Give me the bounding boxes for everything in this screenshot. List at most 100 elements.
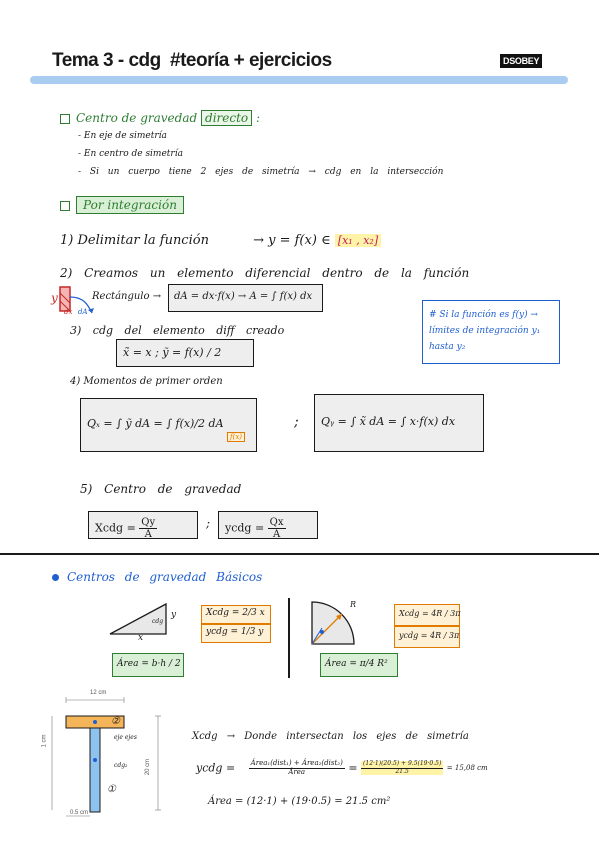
rectangle-label: Rectángulo [92, 291, 150, 302]
qx-box: Qₓ = ∫ ỹ dA = ∫ f(x)/2 dA f(x) [80, 398, 257, 452]
quarter-xcdg-box: Xcdg = 4R / 3π [394, 604, 460, 626]
fig-y-label: y [51, 291, 58, 305]
page-header: Tema 3 - cdg #teoría + ejercicios DSOBEY [52, 48, 552, 74]
frac-1-den: Área [288, 767, 306, 776]
frac-1-num: Área₁(dist₁) + Área₂(dist₂) [248, 759, 345, 769]
qx-formula: Qₓ = ∫ ỹ dA = ∫ f(x)/2 dA [87, 417, 224, 430]
step-2: 2) Creamos un elemento diferencial dentr… [60, 266, 470, 280]
tri-ycdg: ycdg = 1/3 y [206, 627, 264, 637]
step-3-box: x̃ = x ; ỹ = f(x) / 2 [116, 339, 254, 367]
step-2-formula: dA = dx·f(x) → A = ∫ f(x) dx [174, 291, 313, 302]
example-ycdg-row: ycdg = Área₁(dist₁) + Área₂(dist₂)Área =… [196, 759, 488, 776]
basics-vertical-divider [288, 598, 290, 678]
dim-bottom: 0.5 cm [70, 810, 89, 816]
lbl-ejes: eje ejes [114, 734, 137, 741]
example-area-line: Área = (12·1) + (19·0.5) = 21.5 cm² [208, 796, 391, 807]
qy-formula: Qᵧ = ∫ x̃ dA = ∫ x·f(x) dx [321, 415, 456, 428]
lbl-cdg2: cdg₂ [114, 762, 128, 769]
step-3-formula: x̃ = x ; ỹ = f(x) / 2 [123, 346, 222, 359]
lbl-part-1: ① [107, 784, 116, 795]
brand-logo: DSOBEY [500, 54, 543, 68]
basics-heading-text: Centros de gravedad Básicos [67, 570, 263, 584]
dim-top: 12 cm [90, 690, 107, 696]
step-1-expr: → y = f(x) ∈ [253, 233, 331, 248]
direct-heading: Centro de gravedad directo : [60, 110, 261, 126]
section-divider [0, 553, 599, 555]
frac-2-num: (12·1)(20.5) + 9.5(19·0.5) [361, 760, 444, 769]
quarter-area-box: Área = π/4 R² [320, 653, 398, 677]
basics-heading: Centros de gravedad Básicos [52, 570, 262, 584]
note-text: # Si la función es f(y) → límites de int… [429, 310, 541, 352]
quarter-R-label: R [350, 600, 357, 609]
tri-xcdg-box: Xcdg = 2/3 x [201, 605, 271, 624]
direct-colon: : [255, 111, 261, 125]
step-1-interval: [x₁ , x₂] [334, 234, 382, 247]
example-frac-2: (12·1)(20.5) + 9.5(19·0.5)21.5 [361, 760, 444, 776]
integration-heading-text: Por integración [76, 196, 184, 214]
tri-y-label: y [171, 610, 177, 620]
frac-2-den: 21.5 [395, 767, 409, 775]
checkbox-icon [60, 200, 70, 211]
step-4: 4) Momentos de primer orden [70, 376, 223, 387]
tri-cdg-label: cdg [152, 618, 164, 625]
xcdg-den: A [144, 529, 152, 540]
example-result: = 15,08 cm [446, 764, 488, 773]
bullet-icon [52, 574, 59, 581]
direct-heading-text: Centro de gravedad [76, 111, 198, 125]
triangle-figure [109, 602, 167, 635]
example-ycdg-label: ycdg = [196, 761, 236, 775]
moments-separator: ; [294, 414, 299, 430]
cdg-separator: ; [206, 516, 211, 530]
t-section-figure [51, 697, 161, 817]
step-2-box: dA = dx·f(x) → A = ∫ f(x) dx [168, 284, 323, 312]
page-hashtag: #teoría + ejercicios [170, 50, 332, 71]
quarter-xcdg: Xcdg = 4R / 3π [399, 609, 461, 618]
page-title: Tema 3 - cdg [52, 50, 161, 71]
step-1-text: 1) Delimitar la función [60, 233, 209, 248]
checkbox-icon [60, 113, 70, 124]
qy-box: Qᵧ = ∫ x̃ dA = ∫ x·f(x) dx [314, 394, 484, 452]
xcdg-num: Qy [139, 517, 158, 529]
step-1: 1) Delimitar la función → y = f(x) ∈ [x₁… [60, 233, 382, 248]
quarter-ycdg: ycdg = 4R / 3π [399, 631, 460, 640]
lbl-part-2: ② [111, 716, 120, 727]
quarter-ycdg-box: ycdg = 4R / 3π [394, 626, 460, 648]
tri-area: Área = b·h / 2 [117, 659, 181, 669]
header-bar [30, 76, 568, 84]
ycdg-label: ycdg = [225, 521, 265, 535]
tri-area-box: Área = b·h / 2 [112, 653, 184, 677]
dim-right: 20 cm [145, 758, 152, 776]
step-2-label: Rectángulo → [92, 291, 161, 302]
differential-element-figure [59, 286, 94, 314]
fig-dA-label: dA [78, 308, 88, 316]
note-box: # Si la función es f(y) → límites de int… [422, 300, 560, 364]
fig-dx-label: dx [64, 308, 73, 316]
quarter-circle-figure [311, 601, 355, 645]
integration-heading: Por integración [60, 196, 184, 214]
tri-ycdg-box: ycdg = 1/3 y [201, 624, 271, 643]
direct-bullet-2: - En centro de simetría [78, 149, 183, 159]
ycdg-num: Qx [267, 517, 286, 529]
ycdg-den: A [272, 529, 281, 540]
direct-boxed-word: directo [201, 110, 253, 126]
step-5: 5) Centro de gravedad [80, 482, 242, 496]
step-3: 3) cdg del elemento diff creado [70, 324, 285, 337]
tri-x-label: x [138, 633, 144, 643]
quarter-area: Área = π/4 R² [325, 659, 388, 669]
dim-left: 1 cm [41, 734, 48, 748]
qx-note: f(x) [227, 432, 246, 442]
xcdg-label: Xcdg = [95, 521, 136, 535]
example-frac-1: Área₁(dist₁) + Área₂(dist₂)Área [248, 759, 345, 776]
arrow-icon: → [152, 291, 162, 302]
tri-xcdg: Xcdg = 2/3 x [206, 608, 265, 618]
direct-bullet-1: - En eje de simetría [78, 131, 167, 141]
equals-sign: = [348, 761, 358, 775]
example-xcdg-text: Xcdg → Donde intersectan los ejes de sim… [192, 731, 469, 742]
direct-bullet-3: - Si un cuerpo tiene 2 ejes de simetría … [78, 167, 444, 177]
